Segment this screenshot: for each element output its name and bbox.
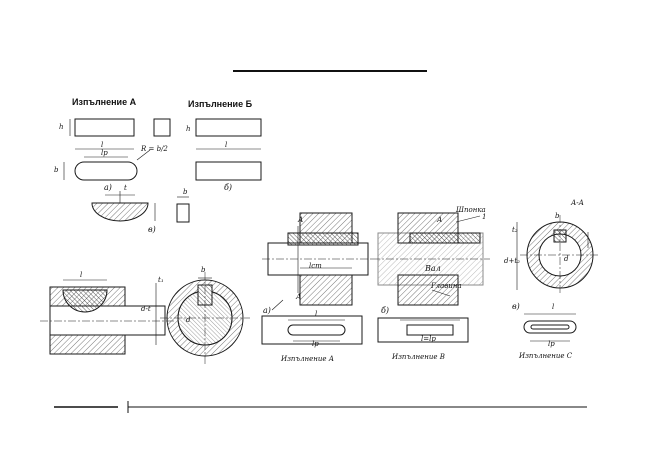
dim-lp-slot-a: lр [312, 340, 319, 348]
keyway-view-b [377, 317, 469, 343]
variant-b-views [195, 118, 262, 181]
part-hub-label: Главина [431, 282, 462, 290]
dim-d-plus-t2: d+t₂ [504, 257, 520, 265]
dim-l-slot-a: l [315, 310, 318, 318]
dim-b-section: b [201, 266, 206, 274]
caption-variant-a: Изпълнение А [281, 355, 335, 363]
part-key-label: Шпонка [456, 206, 486, 214]
dim-t1-section: t₁ [158, 276, 164, 284]
shaft-cross-section-left [155, 272, 250, 364]
fig-label-v2: в) [512, 302, 520, 311]
variant-a-views [63, 118, 171, 181]
dim-lcm: lcm [309, 262, 322, 270]
dim-t-segment: t [124, 184, 127, 192]
section-mark: А-А [571, 199, 584, 207]
section-a-a [516, 215, 600, 295]
dim-d-minus-t: d-t [141, 305, 151, 313]
marker-a-bottom: А [296, 293, 302, 301]
caption-variant-b: Изпълнение В [392, 353, 445, 361]
hub-assembly-b [372, 212, 490, 306]
fig-label-a1: а) [104, 183, 112, 192]
fig-label-v1: в) [148, 225, 156, 234]
key-b-front-view [195, 118, 262, 137]
variant-a-title: Изпълнение А [72, 97, 137, 107]
fig-label-a2: а) [263, 306, 271, 315]
fig-label-b1: б) [224, 183, 233, 192]
key-a-top-view [74, 161, 138, 181]
dim-l-eq-lp: l=lр [421, 335, 436, 343]
key-b-top-view [195, 161, 262, 181]
marker-a-b: А [437, 216, 443, 224]
caption-variant-c: Изпълнение С [519, 352, 573, 360]
hub-assembly-a [262, 212, 372, 311]
key-a-end-view [153, 118, 171, 137]
dim-l-shaft: l [80, 271, 83, 279]
dim-l-slot-c: l [552, 303, 555, 311]
dim-l-b: l [225, 141, 228, 149]
keyway-view-c [523, 313, 577, 342]
dim-b-aa: b [555, 212, 560, 220]
dim-h-b: h [186, 125, 191, 133]
dim-h-a: h [59, 123, 64, 131]
key-a-front-view [74, 118, 135, 137]
segment-key-end-view [176, 203, 190, 223]
keyway-view-a [261, 315, 363, 345]
dim-l-a: l [101, 141, 104, 149]
marker-a-top: А [298, 216, 304, 224]
dim-lp-a: lр [101, 149, 108, 157]
fig-label-b2: б) [381, 306, 390, 315]
shaft-segment-key-assembly [40, 279, 175, 355]
dim-lp-slot-c: lр [548, 340, 555, 348]
part-shaft-label: Вал [425, 264, 441, 273]
dim-b-segment: b [183, 188, 188, 196]
dim-d-aa: d [564, 255, 569, 263]
dim-d-section: d [186, 316, 191, 324]
segment-key-view [91, 191, 190, 223]
dim-b-a: b [54, 166, 59, 174]
dim-r: R = b/2 [141, 145, 168, 153]
variant-b-title: Изпълнение Б [188, 99, 253, 109]
dim-t2-aa: t₂ [512, 226, 518, 234]
callout-1: 1 [482, 213, 487, 221]
